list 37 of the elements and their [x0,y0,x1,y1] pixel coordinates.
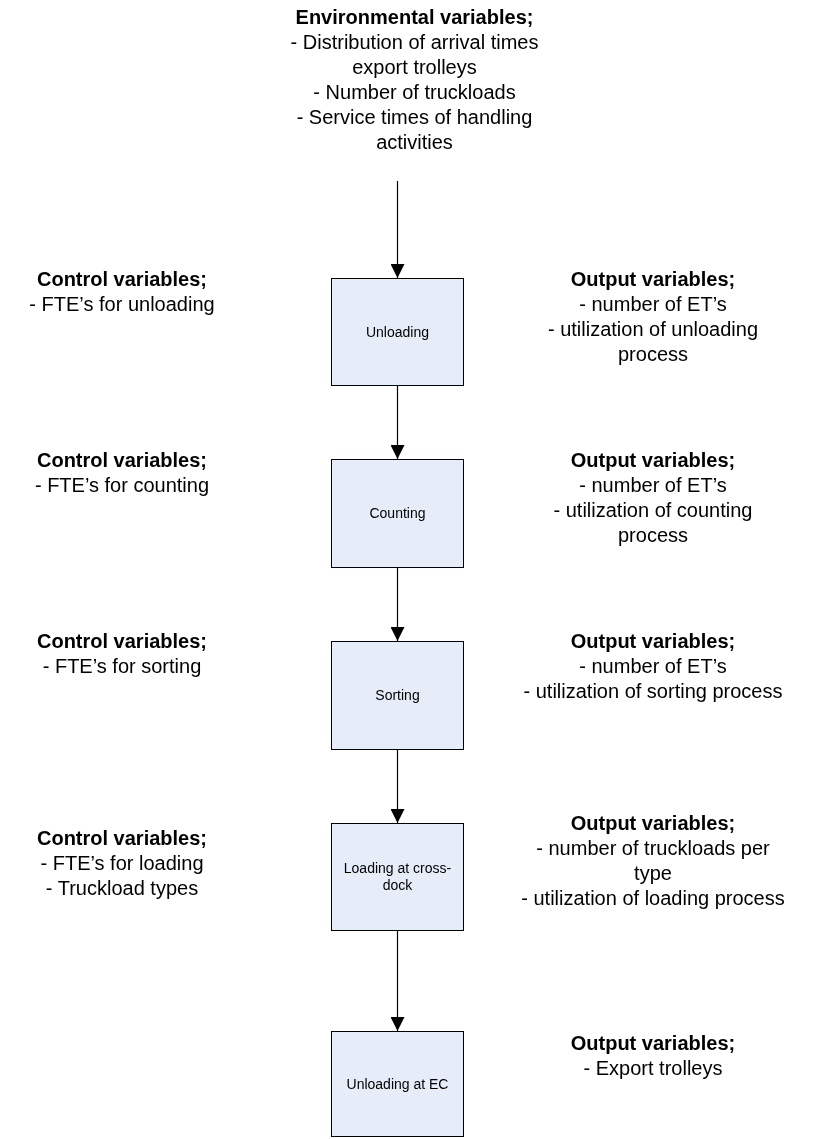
list-item: - Truckload types [44,876,200,901]
heading: Output variables; [569,811,737,836]
heading: Output variables; [569,448,737,473]
arrow [390,749,405,824]
list-item: - FTE’s for loading [39,851,205,876]
list-item: - Export trolleys [582,1056,724,1081]
process-box: Loading at cross-dock [331,823,464,931]
process-box: Sorting [331,641,464,750]
list-item: - utilization of unloading process [546,317,760,367]
process-box: Unloading [331,278,464,386]
list-item: - number of truckloads per type [535,836,771,886]
list-item: - number of ET’s [578,473,728,498]
process-box: Unloading at EC [331,1031,464,1137]
process-box: Counting [331,459,464,568]
heading: Output variables; [569,1031,737,1056]
list-item: - utilization of counting process [552,498,754,548]
list-item: - FTE’s for counting [33,473,211,498]
heading: Control variables; [35,448,208,473]
arrow [390,930,405,1032]
heading: Control variables; [35,629,208,654]
heading: Control variables; [35,267,208,292]
list-item: - utilization of loading process [520,886,786,911]
list-item: - FTE’s for sorting [41,654,203,679]
list-item: - number of ET’s [578,654,728,679]
arrow [390,567,405,642]
heading: Environmental variables; [294,5,535,30]
arrow [390,180,405,279]
list-item: - utilization of sorting process [522,679,784,704]
arrow [390,385,405,460]
heading: Output variables; [569,629,737,654]
heading: Control variables; [35,826,208,851]
list-item: - FTE’s for unloading [28,292,216,317]
list-item: - Service times of handling activities [295,105,534,155]
list-item: - Number of truckloads [312,80,517,105]
list-item: - Distribution of arrival times export trolleys [289,30,540,80]
list-item: - number of ET’s [578,292,728,317]
heading: Output variables; [569,267,737,292]
